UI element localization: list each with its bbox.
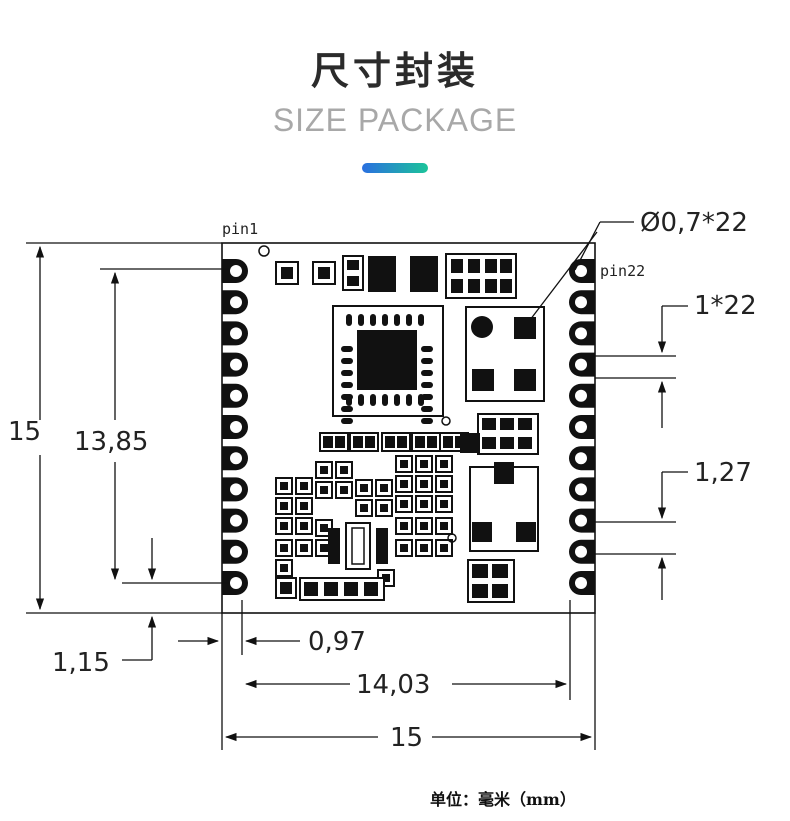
edge-offset-label: 0,97	[308, 627, 366, 657]
pad-right	[569, 290, 595, 315]
pad-right	[569, 477, 595, 502]
pad-left	[222, 508, 248, 533]
pad-left	[222, 259, 248, 283]
pad-right	[569, 446, 595, 471]
component-layout	[275, 253, 545, 603]
pad-right	[569, 539, 595, 564]
right-castellated-pads	[569, 259, 595, 595]
pad-right	[569, 259, 595, 283]
pad-left	[222, 571, 248, 595]
board-outline	[221, 242, 596, 614]
pad-right	[569, 383, 595, 408]
unit-label: 单位：毫米（mm）	[430, 790, 576, 809]
pad-right	[569, 415, 595, 439]
page-subtitle: SIZE PACKAGE	[272, 102, 518, 138]
page-title: 尺寸封装	[310, 49, 479, 93]
pitch-label: 1,27	[694, 458, 752, 488]
pad-left	[222, 352, 249, 377]
dimension-lines	[26, 221, 688, 750]
pad-right	[569, 571, 595, 595]
pad-right	[569, 508, 595, 533]
pad-left	[222, 539, 249, 564]
left-castellated-pads	[222, 259, 249, 595]
pin1-marker	[258, 245, 270, 257]
pad-right	[569, 321, 595, 346]
width-inner-label: 14,03	[356, 670, 430, 700]
pad-spec-label: 1*22	[694, 291, 757, 321]
accent-bar	[362, 163, 428, 173]
width-outer-label: 15	[390, 723, 423, 753]
pin22-label: pin22	[600, 262, 645, 280]
hole-spec-label: Ø0,7*22	[640, 208, 748, 238]
pad-left	[222, 446, 249, 471]
pad-right	[569, 352, 595, 377]
height-outer-label: 15	[8, 417, 41, 447]
height-inner-label: 13,85	[74, 427, 148, 457]
pin1-label: pin1	[222, 220, 258, 238]
pad-left	[222, 383, 249, 408]
pad-left	[222, 290, 249, 315]
pad-left	[222, 477, 249, 502]
pad-left	[222, 415, 248, 439]
pad-left	[222, 321, 249, 346]
bottom-offset-label: 1,15	[52, 648, 110, 678]
